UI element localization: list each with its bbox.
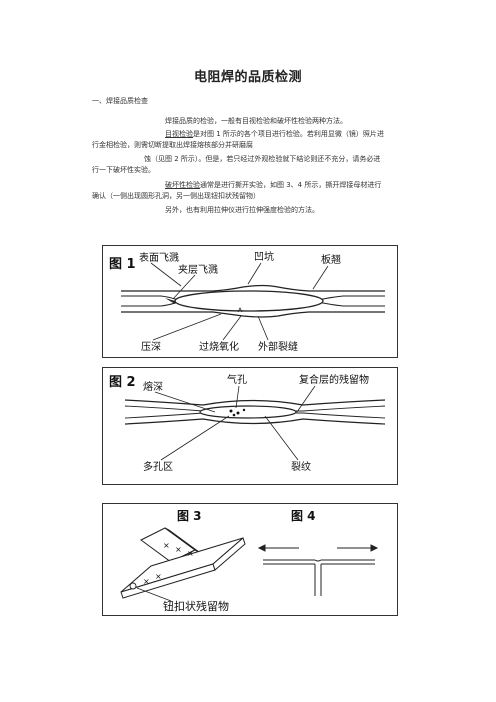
label-crack: 裂纹 <box>291 460 311 473</box>
pore <box>232 413 236 417</box>
label-over-burn: 过烧氧化 <box>199 340 239 353</box>
figure-2-leaders <box>154 385 316 461</box>
paragraph-1: 焊接品质的检验，一般有目视检验和破坏性检验两种方法。 <box>165 116 347 127</box>
lower-inner-line <box>124 412 386 419</box>
figure-3-4: 图 3 图 4 × × × × × 钮扣状残留物 <box>102 503 398 616</box>
paragraph-4: 另外，也有利用拉伸仪进行拉伸强度检验的方法。 <box>165 206 319 214</box>
upper-inner-line <box>124 405 386 412</box>
pore <box>242 408 246 412</box>
pore <box>236 411 240 415</box>
weld-nugget <box>174 290 324 312</box>
figure-3-4-drawing: 图 3 图 4 × × × × × 钮扣状残留物 <box>120 509 379 613</box>
figure-3-label: 图 3 <box>177 509 202 523</box>
paragraph-3-line-1: 破坏性检验通常是进行撕开实验，如图 3、4 所示，撕开焊接母材进行 <box>165 181 382 189</box>
fig3-weld-marks: × × × × × <box>143 541 194 586</box>
label-porous-zone: 多孔区 <box>143 460 173 473</box>
button-residue-mark <box>129 582 137 590</box>
label-composite-residue: 复合层的残留物 <box>299 373 369 386</box>
figure-2: 图 2 熔深 气孔 复合层的残留物 多孔区 裂纹 <box>102 367 398 485</box>
paragraph-1-text: 焊接品质的检验，一般有目视检验和破坏性检验两种方法。 <box>165 117 347 125</box>
pore <box>229 409 233 413</box>
document-title: 电阻焊的品质检测 <box>193 70 302 85</box>
label-surface-spatter: 表面飞溅 <box>139 251 179 264</box>
paragraph-2-line-2: 行金相检验，则需切断提取出焊接熔核部分并研磨腐 <box>92 141 253 149</box>
fig4-t-peel <box>263 559 375 596</box>
fig3-base-strip <box>120 537 246 599</box>
button-residue-leader <box>136 587 172 602</box>
upper-plate-top-line <box>121 284 385 292</box>
interlayer-spatter-mark <box>165 298 175 304</box>
lower-plate-bottom-line <box>121 311 385 318</box>
paragraph-3-line-2: 确认（一侧出现圆形孔洞，另一侧出现钮扣状残留物） <box>92 192 260 200</box>
figure-2-label: 图 2 <box>109 375 136 390</box>
fig4-arrows <box>257 544 379 552</box>
lower-surface-line <box>124 418 386 425</box>
paragraph-2-line-1: 目视检验是对图 1 所示的各个项目进行检验。若利用显微（镜）照片进 <box>165 130 384 138</box>
upper-surface-line <box>124 399 386 406</box>
fig2-nugget <box>199 405 297 419</box>
label-dent: 凹坑 <box>254 250 274 263</box>
figure-4-label: 图 4 <box>291 509 316 523</box>
figure-1: 图 1 表面飞溅 夹层飞溅 凹坑 板翘 压深 过烧氧化 外部裂缝 <box>102 245 398 358</box>
svg-text:×: × <box>155 572 162 581</box>
label-interlayer-spatter: 夹层飞溅 <box>178 263 218 276</box>
svg-text:×: × <box>187 549 194 558</box>
crack-mark <box>237 307 243 313</box>
label-warp: 板翘 <box>321 253 341 266</box>
figure-1-label: 图 1 <box>109 257 136 272</box>
paragraph-2-line-3: 蚀（见图 2 所示）。但是，若只经过外观检验就下结论则还不充分，请务必进 <box>144 155 381 163</box>
label-deep-press: 压深 <box>141 341 161 353</box>
figure-1-drawing: 图 1 表面飞溅 夹层飞溅 凹坑 板翘 压深 过烧氧化 外部裂缝 <box>109 250 385 353</box>
label-fusion-depth: 熔深 <box>143 380 163 393</box>
label-button-residue: 钮扣状残留物 <box>163 599 229 613</box>
figure-1-leaders <box>150 262 329 341</box>
label-porosity: 气孔 <box>227 373 247 386</box>
section-heading: 一、焊接品质检查 <box>92 97 148 105</box>
svg-text:×: × <box>175 545 182 554</box>
svg-text:×: × <box>143 577 150 586</box>
paragraph-2-line-4: 行一下破坏性实验。 <box>92 166 155 174</box>
svg-text:×: × <box>163 541 170 550</box>
term-visual-inspection: 目视检验 <box>165 130 193 138</box>
figure-2-drawing: 图 2 熔深 气孔 复合层的残留物 多孔区 裂纹 <box>109 373 386 473</box>
term-destructive-test: 破坏性检验 <box>165 181 200 189</box>
label-outer-crack: 外部裂缝 <box>258 340 298 353</box>
